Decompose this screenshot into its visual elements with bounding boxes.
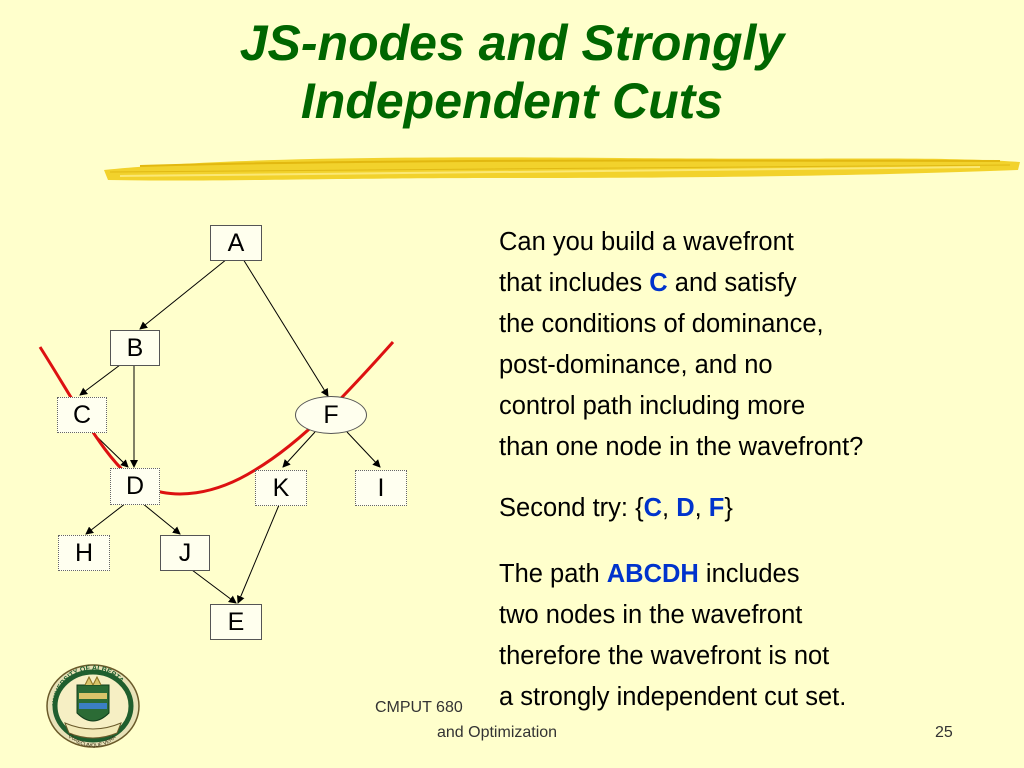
second-try-node-f: F [708,494,725,522]
explanation-line-3: therefore the wavefront is not [499,642,830,670]
question-line-3: the conditions of dominance, [499,310,824,338]
second-try-sep-1: , [662,494,677,522]
university-of-alberta-logo: UNIVERSITY OF ALBERTA QUAECUMQUE VERA [46,664,140,749]
explanation-line-1-post: includes [698,560,800,588]
question-line-2-post: and satisfy [667,269,797,297]
node-f: F [295,396,367,434]
edge-d-j [141,502,181,535]
explanation-line-1-pre: The path [499,560,607,588]
question-line-4: post-dominance, and no [499,351,773,379]
slide-title: JS-nodes and Strongly Independent Cuts [0,14,1024,130]
edge-f-i [346,431,381,468]
edge-f-k [282,431,316,468]
edge-b-c [79,364,121,396]
footer-course-line-1: CMPUT 680 [375,699,463,716]
second-try-suffix: } [724,494,733,522]
question-line-6: than one node in the wavefront? [499,433,864,461]
node-j: J [160,535,210,571]
question-node-c: C [649,269,668,297]
slide-title-line-1: JS-nodes and Strongly [239,15,785,71]
slide-title-line-2: Independent Cuts [300,73,724,129]
edge-k-e [237,504,280,604]
question-line-1: Can you build a wavefront [499,228,794,256]
node-h: H [58,535,110,571]
footer-page-number: 25 [935,724,953,741]
second-try-node-c: C [643,494,663,522]
footer-course-line-2: and Optimization [437,724,558,741]
edge-d-h [85,502,127,535]
second-try-line: Second try: {C, D, F} [499,488,733,529]
second-try-text: Second try: {C, D, F} [499,488,733,529]
explanation-line-1: The path ABCDH includes [499,554,846,595]
node-i: I [355,470,407,506]
node-d: D [110,468,160,505]
question-line-2: that includes C and satisfy [499,263,863,304]
edge-a-f [242,258,329,397]
edge-j-e [191,569,237,604]
second-try-node-d: D [676,494,695,522]
question-text: Can you build a wavefront that includes … [499,222,863,468]
node-k: K [255,470,307,506]
title-underline-brush-stroke [104,157,1020,181]
explanation-line-4: a strongly independent cut set. [499,683,847,711]
explanation-line-2: two nodes in the wavefront [499,601,803,629]
explanation-text: The path ABCDH includes two nodes in the… [499,554,846,718]
explanation-path-abcdh: ABCDH [606,560,699,588]
node-a: A [210,225,262,261]
node-b: B [110,330,160,366]
question-line-5: control path including more [499,392,806,420]
edge-a-b [139,258,228,330]
node-e: E [210,604,262,640]
second-try-prefix: Second try: { [499,494,644,522]
question-line-2-pre: that includes [499,269,650,297]
second-try-sep-2: , [694,494,709,522]
node-c: C [57,397,107,433]
